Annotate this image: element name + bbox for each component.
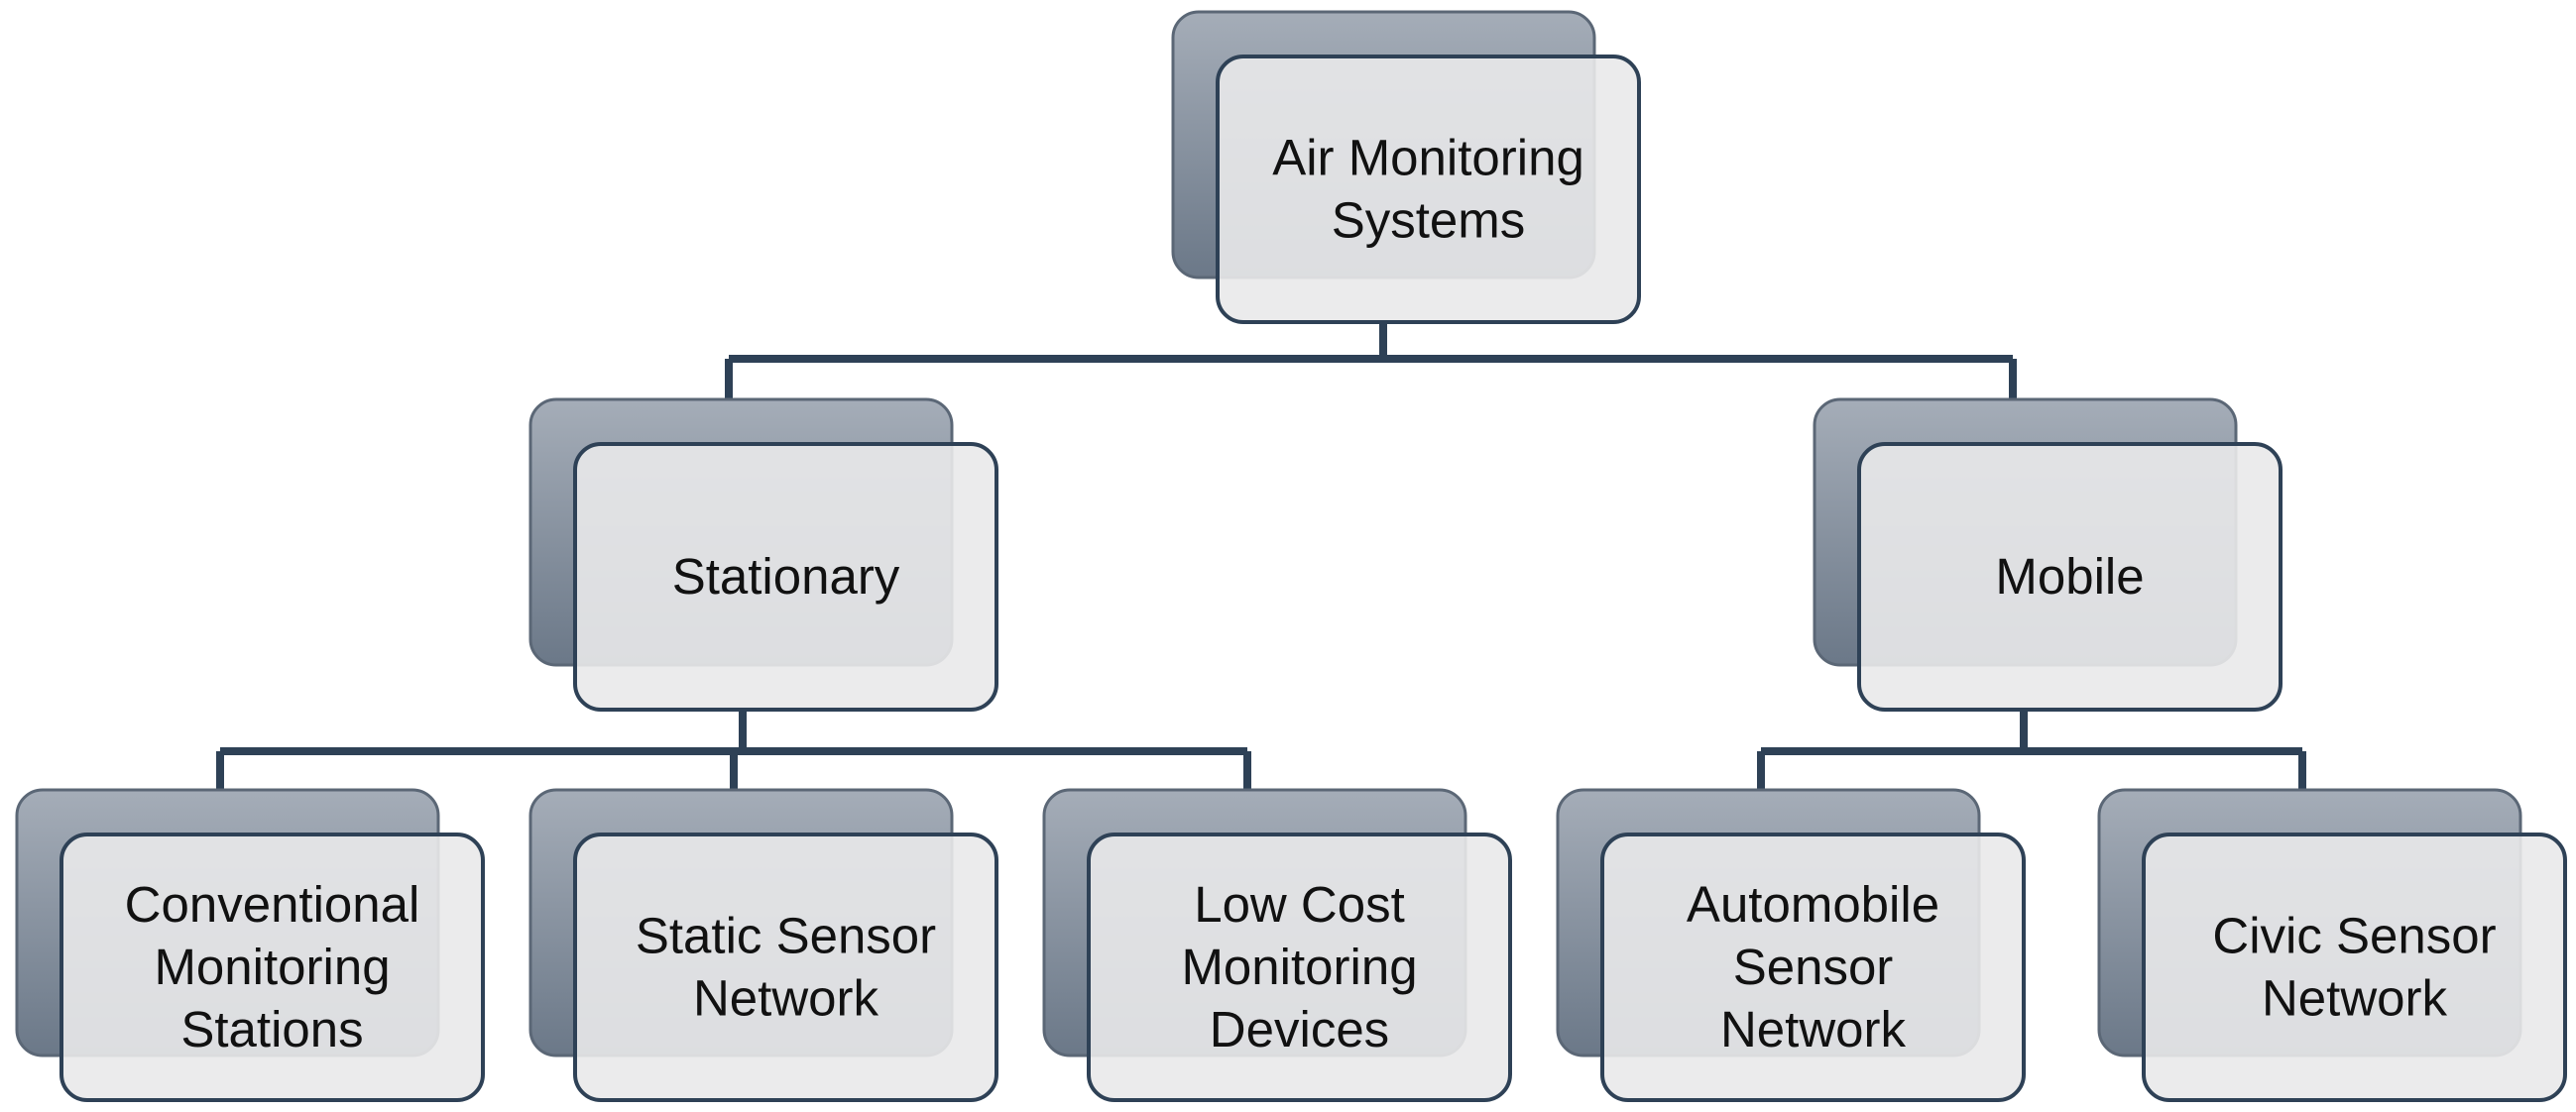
node-label: Devices <box>1210 1001 1389 1057</box>
node-label: Stationary <box>672 548 900 605</box>
node-card <box>2142 833 2567 1102</box>
node-label: Stations <box>180 1001 363 1057</box>
node-card <box>59 833 485 1102</box>
node-card <box>1216 55 1641 324</box>
node-card <box>1600 833 2026 1102</box>
node-label: Static Sensor <box>636 908 936 964</box>
node-label: Monitoring <box>1181 939 1417 995</box>
node-card <box>1087 833 1512 1102</box>
node-label: Network <box>1720 1001 1907 1057</box>
node-label: Systems <box>1332 192 1526 249</box>
node-card <box>1857 442 2283 712</box>
node-label: Conventional <box>125 876 420 933</box>
node-mobile: Mobile <box>1813 397 2283 712</box>
node-label: Sensor <box>1733 939 1894 995</box>
node-label: Mobile <box>1995 548 2144 605</box>
node-label: Civic Sensor <box>2212 908 2496 964</box>
node-label: Low Cost <box>1194 876 1405 933</box>
node-label: Network <box>2262 970 2448 1027</box>
node-label: Monitoring <box>154 939 390 995</box>
node-label: Automobile <box>1687 876 1939 933</box>
node-label: Air Monitoring <box>1272 130 1584 186</box>
node-card <box>573 442 998 712</box>
node-card <box>573 833 998 1102</box>
connector-lines <box>216 322 2306 790</box>
node-label: Network <box>693 970 879 1027</box>
node-stationary: Stationary <box>528 397 998 712</box>
